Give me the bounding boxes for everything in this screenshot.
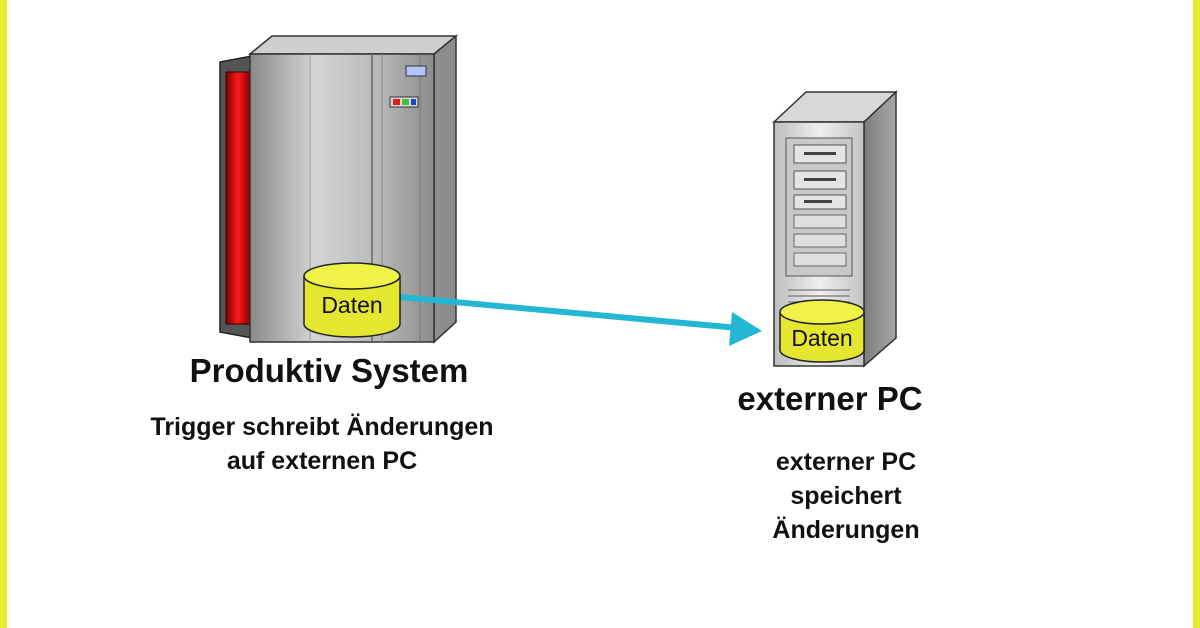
production-description-line: Trigger schreibt Änderungen [150, 413, 494, 441]
database-cylinder-icon: Daten [303, 262, 401, 338]
external-description-line: externer PC [775, 448, 917, 476]
sync-arrow [397, 294, 762, 346]
production-db-label: Daten [321, 292, 382, 318]
external-description-line: Änderungen [772, 516, 920, 544]
production-description-line: auf externen PC [226, 447, 418, 475]
production-title: Produktiv System [189, 352, 469, 389]
database-cylinder-icon: Daten [779, 299, 865, 363]
external-title: externer PC [737, 380, 923, 417]
external-db-label: Daten [791, 325, 852, 351]
external-description: externer PC speichert Änderungen [736, 445, 956, 547]
production-description: Trigger schreibt Änderungen auf externen… [112, 410, 532, 478]
tower-pc-icon [772, 90, 898, 368]
external-description-line: speichert [790, 482, 902, 510]
